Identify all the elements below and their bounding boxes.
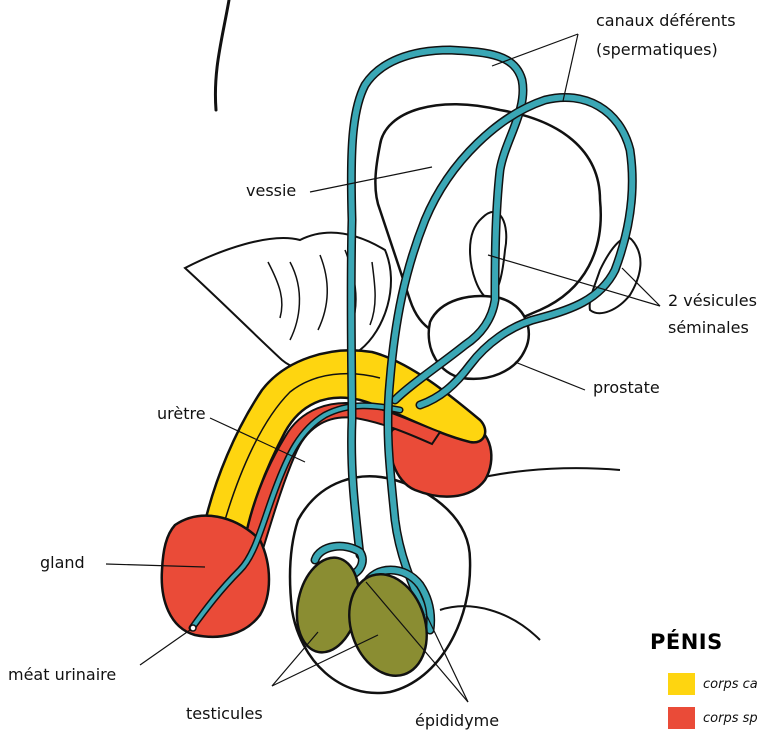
label-glans: gland	[40, 553, 85, 573]
leader-vas-deferens-2	[563, 34, 578, 101]
legend-swatch-red	[668, 707, 695, 729]
label-urethra: urètre	[157, 404, 206, 424]
label-seminal-line1: 2 vésicules	[668, 291, 757, 311]
body-outline-stroke	[215, 0, 229, 110]
leader-meatus	[140, 630, 190, 665]
label-vas-deferens-line2: (spermatiques)	[596, 40, 718, 60]
legend-title: PÉNIS	[650, 630, 723, 654]
label-meatus: méat urinaire	[8, 665, 116, 685]
legend-label-corpus-cavernosum: corps ca	[703, 677, 758, 692]
pelvic-tissue	[185, 233, 391, 369]
urinary-meatus	[190, 625, 196, 631]
leader-prostate	[515, 362, 585, 390]
label-epididymis: épididyme	[415, 711, 499, 731]
label-seminal-line2: séminales	[668, 318, 749, 338]
legend-item-corpus-cavernosum: corps ca	[668, 673, 758, 695]
label-vas-deferens-line1: canaux déférents	[596, 11, 736, 31]
label-bladder: vessie	[246, 181, 296, 201]
leader-vas-deferens-1	[492, 34, 578, 66]
label-testicles: testicules	[186, 704, 263, 724]
legend-item-corpus-spongiosum: corps sp	[668, 707, 758, 729]
legend-label-corpus-spongiosum: corps sp	[703, 711, 758, 726]
glans-shape	[162, 516, 269, 637]
legend-swatch-yellow	[668, 673, 695, 695]
label-prostate: prostate	[593, 378, 660, 398]
